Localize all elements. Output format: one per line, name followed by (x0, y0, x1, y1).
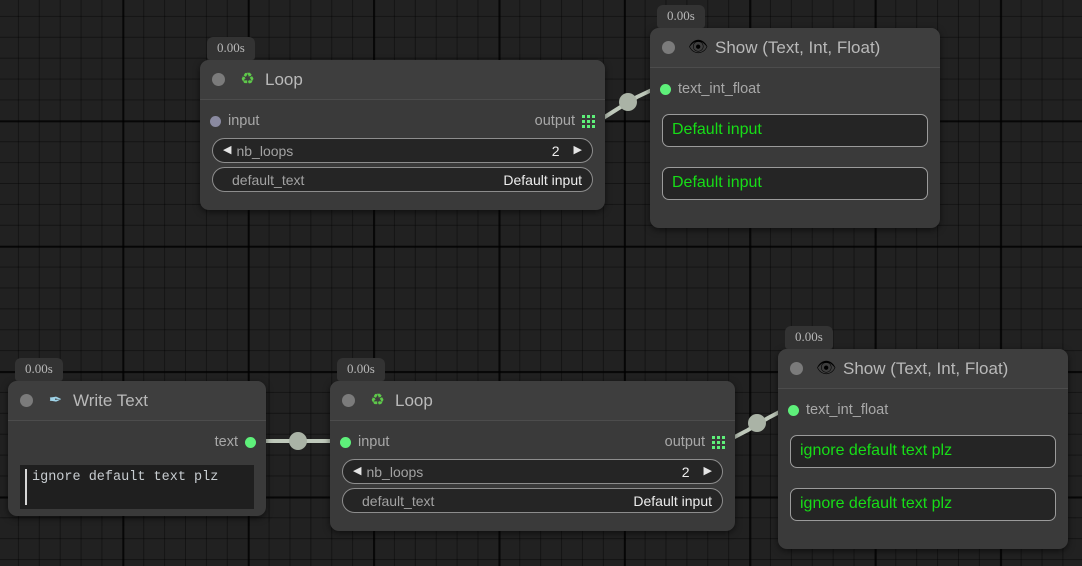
output-port-dot[interactable] (245, 436, 256, 448)
node-title: Loop (395, 390, 433, 410)
node-title: Write Text (73, 390, 148, 410)
output-port-label: output (664, 434, 705, 450)
output-port-label: text (214, 434, 238, 450)
input-port-label: input (358, 434, 390, 450)
default-text-label: default_text (362, 492, 435, 509)
time-badge: 0.00s (657, 5, 705, 28)
input-port-dot[interactable] (660, 83, 671, 95)
port-row: text_int_float (660, 78, 930, 100)
output-box: ignore default text plz (790, 435, 1056, 468)
input-port-dot[interactable] (788, 404, 799, 416)
nb-loops-value[interactable]: 2 (681, 463, 690, 480)
node-title: Loop (265, 69, 303, 89)
text-caret (25, 469, 27, 505)
eye-icon: 👁 (816, 359, 837, 377)
stepper-increment-icon[interactable]: ▶ (573, 144, 582, 156)
port-row: input output (210, 110, 595, 132)
output-box: ignore default text plz (790, 488, 1056, 521)
time-badge: 0.00s (15, 358, 63, 381)
node-title: Show (Text, Int, Float) (715, 37, 881, 57)
link-handle-1 (619, 93, 637, 111)
grid-icon[interactable] (712, 435, 725, 449)
output-box: Default input (662, 114, 928, 147)
node-header[interactable]: 👁 Show (Text, Int, Float) (778, 349, 1068, 389)
node-body: input output ◀ nb_loops 2 ▶ default_text… (330, 421, 735, 528)
input-port-dot[interactable] (340, 436, 351, 448)
text-editor[interactable]: ignore default text plz (20, 465, 254, 509)
node-body: text_int_float ignore default text plz i… (778, 389, 1068, 532)
node-body: text_int_float Default input Default inp… (650, 68, 940, 211)
node-title: Show (Text, Int, Float) (843, 358, 1009, 378)
output-port[interactable]: output (665, 434, 725, 450)
node-loop-bottom[interactable]: 0.00s ♻ Loop input output ◀ nb_loops (330, 358, 735, 531)
nb-loops-value[interactable]: 2 (551, 142, 560, 159)
link-handle-3 (748, 414, 766, 432)
node-loop-top[interactable]: 0.00s ♻ Loop input output ◀ nb_loops (200, 37, 605, 210)
input-port[interactable]: text_int_float (660, 81, 760, 97)
status-dot[interactable] (20, 394, 33, 407)
output-box: Default input (662, 167, 928, 200)
time-badge: 0.00s (337, 358, 385, 381)
link-handle-2 (289, 432, 307, 450)
status-dot[interactable] (790, 362, 803, 375)
grid-icon[interactable] (582, 114, 595, 128)
port-row: text_int_float (788, 399, 1058, 421)
time-badge: 0.00s (207, 37, 255, 60)
input-port[interactable]: input (340, 434, 389, 450)
stepper-increment-icon[interactable]: ▶ (703, 465, 712, 477)
recycle-icon: ♻ (370, 391, 385, 409)
output-port[interactable]: output (535, 113, 595, 129)
default-text-label: default_text (232, 171, 305, 188)
node-header[interactable]: 👁 Show (Text, Int, Float) (650, 28, 940, 68)
input-port[interactable]: input (210, 113, 259, 129)
input-port[interactable]: text_int_float (788, 402, 888, 418)
node-show-top[interactable]: 0.00s 👁 Show (Text, Int, Float) text_int… (650, 5, 940, 228)
default-text-field[interactable]: default_text Default input (342, 488, 723, 513)
input-port-dot[interactable] (210, 115, 221, 127)
port-row: text (18, 431, 256, 453)
status-dot[interactable] (212, 73, 225, 86)
nb-loops-label: nb_loops (236, 142, 294, 159)
node-body: input output ◀ nb_loops 2 ▶ default_text… (200, 100, 605, 207)
time-badge: 0.00s (785, 326, 833, 349)
text-editor-value[interactable]: ignore default text plz (32, 470, 219, 485)
nb-loops-stepper[interactable]: ◀ nb_loops 2 ▶ (342, 459, 723, 484)
eye-icon: 👁 (688, 38, 709, 56)
status-dot[interactable] (662, 41, 675, 54)
node-write-text[interactable]: 0.00s ✒ Write Text text ignore default t… (8, 358, 266, 516)
node-header[interactable]: ✒ Write Text (8, 381, 266, 421)
status-dot[interactable] (342, 394, 355, 407)
default-text-value[interactable]: Default input (503, 171, 582, 188)
node-header[interactable]: ♻ Loop (200, 60, 605, 100)
node-show-bottom[interactable]: 0.00s 👁 Show (Text, Int, Float) text_int… (778, 326, 1068, 549)
input-port-label: text_int_float (806, 402, 889, 418)
port-row: input output (340, 431, 725, 453)
default-text-value[interactable]: Default input (633, 492, 712, 509)
pen-nib-icon: ✒ (48, 391, 63, 409)
stepper-decrement-icon[interactable]: ◀ (223, 144, 232, 156)
output-port-label: output (534, 113, 575, 129)
stepper-decrement-icon[interactable]: ◀ (353, 465, 362, 477)
input-port-label: text_int_float (678, 81, 761, 97)
link-loop-top-to-show-top (598, 86, 657, 122)
nb-loops-stepper[interactable]: ◀ nb_loops 2 ▶ (212, 138, 593, 163)
node-header[interactable]: ♻ Loop (330, 381, 735, 421)
output-port[interactable]: text (215, 434, 256, 450)
recycle-icon: ♻ (240, 70, 255, 88)
node-body: text ignore default text plz (8, 421, 266, 520)
default-text-field[interactable]: default_text Default input (212, 167, 593, 192)
nb-loops-label: nb_loops (366, 463, 424, 480)
input-port-label: input (228, 113, 260, 129)
